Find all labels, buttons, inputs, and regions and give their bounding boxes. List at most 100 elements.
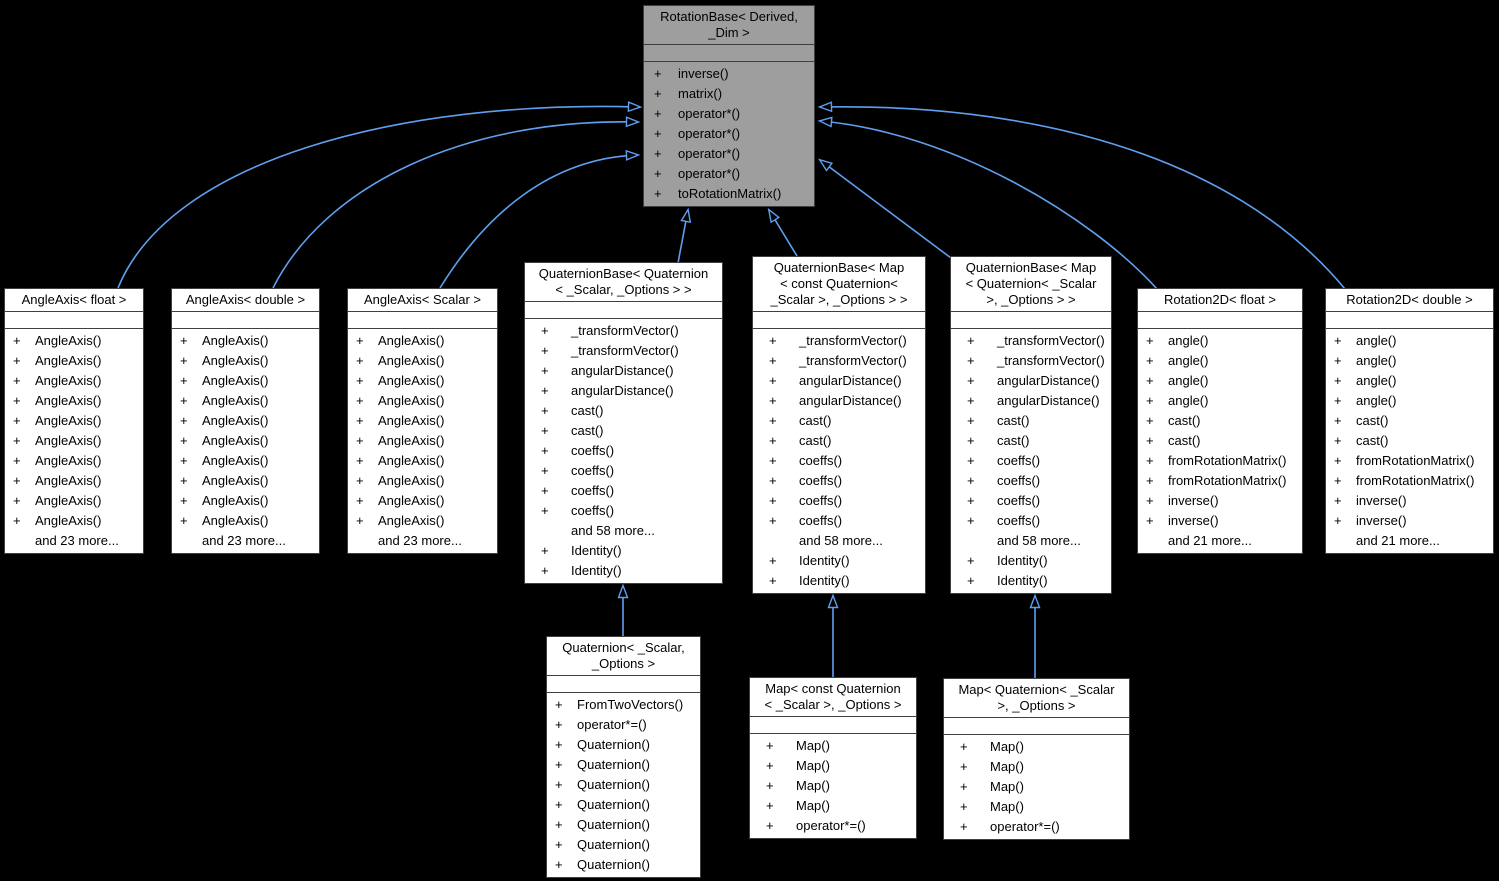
- method-name: Quaternion(): [577, 797, 650, 812]
- method-name: Map(): [796, 758, 830, 773]
- method-name: operator*(): [678, 146, 741, 161]
- method-row: + angularDistance(): [753, 391, 923, 411]
- class-box-angleaxis-scalar[interactable]: AngleAxis< Scalar >+AngleAxis()+AngleAxi…: [347, 288, 498, 554]
- more-methods-row: and 21 more...: [1326, 531, 1491, 551]
- class-title: Map< Quaternion< _Scalar>, _Options >: [944, 679, 1129, 718]
- method-row: +cast(): [525, 421, 720, 441]
- class-box-map-quaternion[interactable]: Map< Quaternion< _Scalar>, _Options > + Ma…: [943, 678, 1130, 840]
- visibility-public-sign: +: [1334, 433, 1342, 448]
- method-row: +Map(): [944, 757, 1127, 777]
- method-row: +Map(): [750, 756, 914, 776]
- class-box-angleaxis-double[interactable]: AngleAxis< double >+AngleAxis()+AngleAxi…: [171, 288, 320, 554]
- method-row: +Quaternion(): [547, 835, 698, 855]
- visibility-public-sign: +: [769, 353, 777, 368]
- class-box-rotation2d-float[interactable]: Rotation2D< float >+angle()+angle()+angl…: [1137, 288, 1303, 554]
- method-row: +Quaternion(): [547, 795, 698, 815]
- visibility-public-sign: +: [960, 799, 968, 814]
- method-row: +coeffs(): [753, 511, 923, 531]
- method-name: coeffs(): [571, 483, 615, 498]
- attributes-section-empty: [1326, 312, 1493, 329]
- visibility-public-sign: +: [967, 373, 975, 388]
- method-name: coeffs(): [997, 493, 1041, 508]
- method-row: +AngleAxis(): [348, 351, 495, 371]
- attributes-section-empty: [525, 302, 722, 319]
- visibility-public-sign: +: [356, 333, 364, 348]
- class-box-qb-map-quaternion[interactable]: QuaternionBase< Map< Quaternion< _Scalar…: [950, 256, 1112, 594]
- inheritance-edge-rotation2d-float-to-rotation-base: [817, 116, 1158, 290]
- method-row: +AngleAxis(): [348, 511, 495, 531]
- class-box-rotation2d-double[interactable]: Rotation2D< double >+angle()+angle()+ang…: [1325, 288, 1494, 554]
- method-name: _transformVector(): [799, 353, 907, 368]
- method-name: Map(): [990, 779, 1024, 794]
- inheritance-edge-angleaxis-float-to-rotation-base: [117, 101, 643, 289]
- method-name: AngleAxis(): [202, 453, 269, 468]
- method-name: AngleAxis(): [378, 413, 445, 428]
- visibility-public-sign: +: [356, 453, 364, 468]
- method-row: +AngleAxis(): [172, 331, 317, 351]
- class-box-rotation-base[interactable]: RotationBase< Derived,_Dim >+inverse()+m…: [643, 5, 815, 207]
- method-row: + Map(): [944, 777, 1127, 797]
- visibility-public-sign: +: [13, 513, 21, 528]
- method-row: +AngleAxis(): [172, 411, 317, 431]
- class-box-qb-quaternion[interactable]: QuaternionBase< Quaternion< _Scalar, _Op…: [524, 262, 723, 584]
- class-title-line: < const Quaternion<: [780, 276, 898, 291]
- method-name: cast(): [1356, 413, 1389, 428]
- method-row: +inverse(): [1138, 491, 1300, 511]
- method-name: angularDistance(): [799, 393, 902, 408]
- visibility-public-sign: +: [541, 323, 549, 338]
- method-name: _transformVector(): [997, 333, 1105, 348]
- method-row: +Identity(): [951, 571, 1109, 591]
- visibility-public-sign: +: [541, 483, 549, 498]
- method-row: +Quaternion(): [547, 755, 698, 775]
- methods-section: +_transformVector()+_transformVector()+a…: [753, 329, 925, 593]
- method-row: +fromRotationMatrix(): [1138, 451, 1300, 471]
- visibility-public-sign: +: [541, 423, 549, 438]
- class-title-line: _Dim >: [708, 25, 750, 40]
- method-row: +angularDistance(): [951, 371, 1109, 391]
- visibility-public-sign: +: [1334, 373, 1342, 388]
- class-box-qb-map-const-quaternion[interactable]: QuaternionBase< Map< const Quaternion<_S…: [752, 256, 926, 594]
- class-box-quaternion[interactable]: Quaternion< _Scalar,_Options >+FromTwoVe…: [546, 636, 701, 878]
- method-name: inverse(): [678, 66, 729, 81]
- visibility-public-sign: +: [654, 66, 662, 81]
- method-name: inverse(): [1356, 513, 1407, 528]
- method-row: +operator*(): [644, 104, 812, 124]
- method-name: cast(): [799, 433, 832, 448]
- visibility-public-sign: +: [769, 433, 777, 448]
- method-name: AngleAxis(): [35, 473, 102, 488]
- method-name: AngleAxis(): [202, 433, 269, 448]
- class-title-line: < _Scalar, _Options > >: [555, 282, 692, 297]
- class-title-line: _Options >: [591, 656, 656, 671]
- visibility-public-sign: +: [541, 443, 549, 458]
- method-row: +coeffs(): [951, 491, 1109, 511]
- more-methods-row: and 58 more...: [753, 531, 923, 551]
- method-row: +AngleAxis(): [5, 451, 141, 471]
- method-row: +fromRotationMatrix(): [1326, 471, 1491, 491]
- method-row: +angularDistance(): [951, 391, 1109, 411]
- method-name: angle(): [1356, 373, 1397, 388]
- method-row: +operator*=(): [750, 816, 914, 836]
- visibility-public-sign: +: [960, 779, 968, 794]
- visibility-public-sign: +: [654, 126, 662, 141]
- method-row: +AngleAxis(): [5, 371, 141, 391]
- method-row: +_transformVector(): [951, 331, 1109, 351]
- visibility-public-sign: +: [180, 373, 188, 388]
- visibility-public-sign: +: [1146, 393, 1154, 408]
- method-name: angularDistance(): [571, 383, 674, 398]
- method-name: and 23 more...: [378, 533, 462, 548]
- method-row: +angle(): [1138, 331, 1300, 351]
- visibility-public-sign: +: [769, 393, 777, 408]
- class-box-map-const-quaternion[interactable]: Map< const Quaternion< _Scalar >, _Optio…: [749, 677, 917, 839]
- inheritance-edge-qb-map-const-quaternion-to-rotation-base: [767, 207, 798, 257]
- method-name: fromRotationMatrix(): [1356, 473, 1475, 488]
- method-name: AngleAxis(): [202, 393, 269, 408]
- method-name: angularDistance(): [997, 393, 1100, 408]
- method-name: and 21 more...: [1168, 533, 1252, 548]
- visibility-public-sign: +: [13, 393, 21, 408]
- method-row: +coeffs(): [753, 471, 923, 491]
- class-box-angleaxis-float[interactable]: AngleAxis< float >+AngleAxis()+AngleAxis…: [4, 288, 144, 554]
- method-name: and 58 more...: [571, 523, 655, 538]
- inheritance-edge-angleaxis-scalar-to-rotation-base: [439, 149, 641, 289]
- method-row: +AngleAxis(): [172, 371, 317, 391]
- attributes-section-empty: [547, 676, 700, 693]
